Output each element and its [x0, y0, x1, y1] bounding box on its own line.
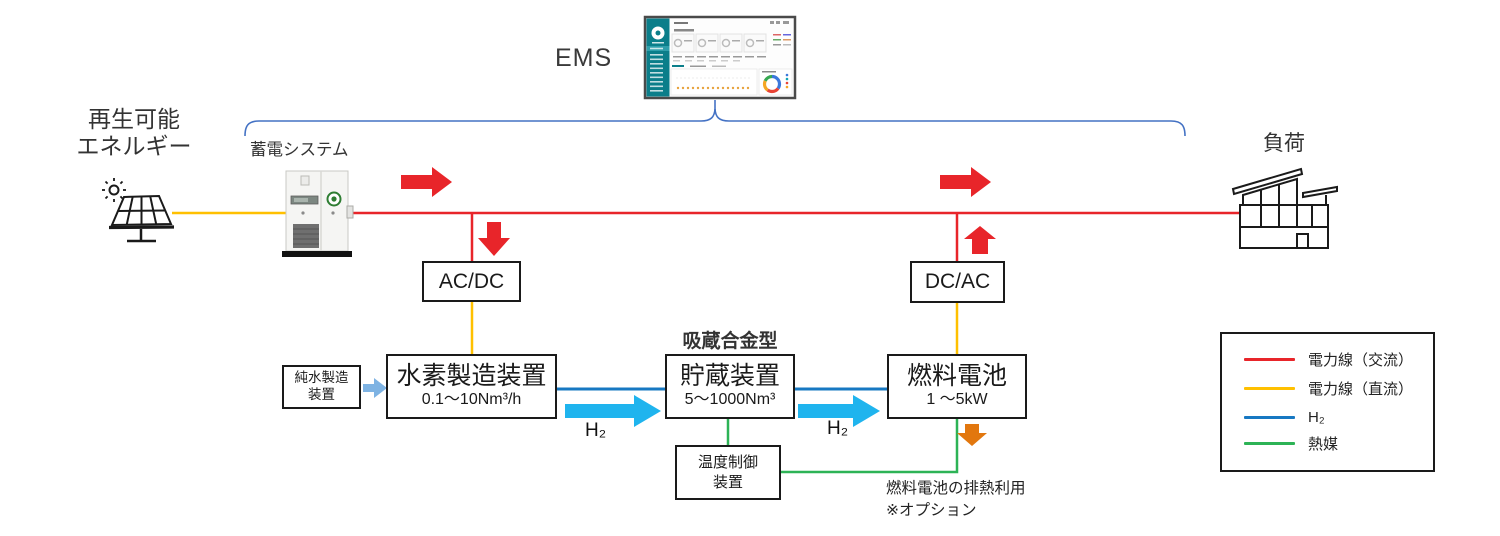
- legend-label-dc: 電力線（直流）: [1308, 380, 1414, 398]
- legend-line-dc: [1244, 386, 1295, 390]
- renewable-energy-line1: 再生可能: [88, 106, 180, 132]
- pure-water-arrow: [363, 378, 387, 398]
- legend-line-h2: [1244, 415, 1295, 419]
- hydrogen-production-spec: 0.1～10Nm³/h: [421, 391, 522, 409]
- exhaust-heat-note-line1: 燃料電池の排熱利用: [886, 480, 1026, 497]
- legend-row-dc: 電力線（直流）: [1222, 378, 1433, 398]
- hydrogen-production-title: 水素製造装置: [396, 362, 547, 391]
- load-building-icon: [1231, 167, 1338, 249]
- dc-power-lines: [172, 211, 959, 356]
- ac-flow-arrows: [401, 167, 996, 256]
- dc-ac-label: DC/AC: [924, 270, 991, 293]
- storage-device-box: 貯蔵装置 5～1000Nm³: [665, 354, 795, 419]
- legend-row-heat: 熱媒: [1222, 433, 1433, 453]
- heat-medium-lines: [726, 419, 959, 474]
- fuel-cell-title: 燃料電池: [906, 362, 1007, 391]
- exhaust-heat-note: 燃料電池の排熱利用 ※オプション: [886, 478, 1026, 522]
- ems-title: EMS: [555, 44, 613, 72]
- temperature-control-line1: 温度制御: [697, 454, 758, 471]
- storage-spec: 5～1000Nm³: [684, 391, 776, 409]
- renewable-energy-line2: エネルギー: [76, 133, 192, 160]
- ac-dc-converter-box: AC/DC: [422, 261, 521, 302]
- legend-row-ac: 電力線（交流）: [1222, 349, 1433, 369]
- storage-title: 貯蔵装置: [679, 362, 780, 391]
- fuel-cell-spec: 1 ～5kW: [926, 391, 988, 409]
- ac-dc-label: AC/DC: [438, 269, 505, 293]
- legend-label-h2: H₂: [1308, 408, 1325, 426]
- pure-water-line1: 純水製造: [294, 370, 349, 386]
- battery-cabinet-icon: [282, 170, 354, 257]
- renewable-energy-label: 再生可能 エネルギー: [38, 106, 230, 160]
- legend-label-heat: 熱媒: [1308, 435, 1339, 453]
- fuel-cell-box: 燃料電池 1 ～5kW: [887, 354, 1027, 419]
- ems-dashboard-screenshot: [643, 15, 797, 100]
- temperature-control-box: 温度制御 装置: [675, 445, 781, 500]
- h2-flow-label-right: H₂: [827, 418, 849, 439]
- temperature-control-line2: 装置: [712, 473, 743, 491]
- hydrogen-production-box: 水素製造装置 0.1～10Nm³/h: [386, 354, 557, 419]
- ac-power-lines: [351, 211, 1239, 262]
- h2-flow-arrows: [565, 395, 880, 427]
- ems-brace: [244, 100, 1186, 137]
- pure-water-device-box: 純水製造 装置: [282, 365, 361, 409]
- arrow-down-to-acdc: [478, 222, 510, 256]
- dc-ac-converter-box: DC/AC: [910, 261, 1005, 303]
- solar-panel-icon: [102, 178, 175, 243]
- load-label: 負荷: [1263, 132, 1305, 155]
- arrow-right-left-bus: [401, 167, 452, 197]
- exhaust-heat-note-line2: ※オプション: [886, 502, 977, 519]
- exhaust-heat-arrow: [957, 424, 987, 446]
- h2-flow-label-left: H₂: [585, 420, 607, 441]
- battery-system-label: 蓄電システム: [250, 141, 349, 159]
- legend-row-h2: H₂: [1222, 407, 1433, 427]
- h2-arrow-left: [565, 395, 661, 427]
- legend-label-ac: 電力線（交流）: [1308, 351, 1414, 369]
- storage-type-label: 吸蔵合金型: [682, 331, 778, 352]
- legend-box: 電力線（交流） 電力線（直流） H₂ 熱媒: [1220, 332, 1435, 472]
- arrow-right-right-bus: [940, 167, 991, 197]
- legend-line-ac: [1244, 357, 1295, 361]
- donut-chart: [762, 74, 782, 94]
- legend-line-heat: [1244, 441, 1295, 445]
- pure-water-line2: 装置: [308, 387, 335, 402]
- h2-arrow-right: [798, 395, 880, 427]
- arrow-up-from-dcac: [964, 226, 996, 254]
